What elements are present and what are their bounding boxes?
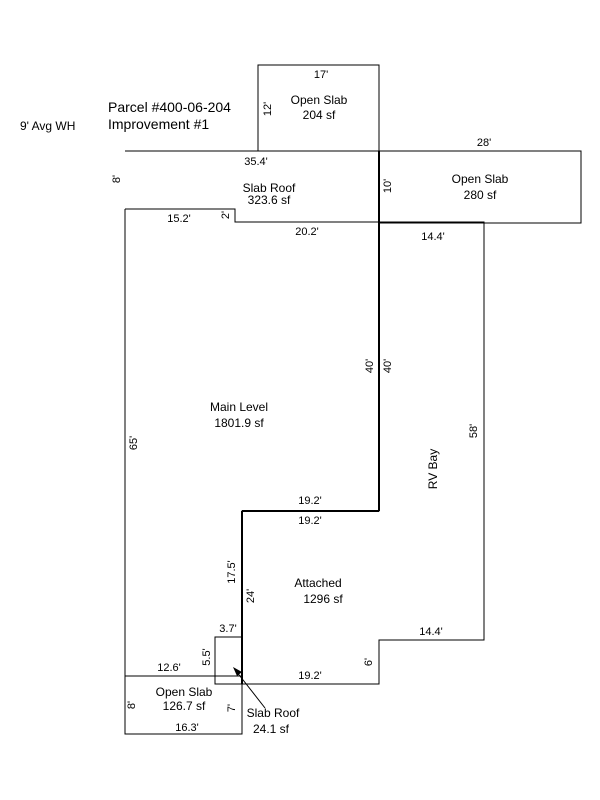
open-slab-right-outline [378, 150, 582, 224]
dim-14-4-top: 14.4' [421, 231, 445, 243]
attached-rv-outline [242, 221, 485, 685]
dim-17-5: 17.5' [226, 560, 238, 584]
dim-8-top: 8' [111, 175, 123, 183]
rv-bay-name: RV Bay [426, 449, 440, 489]
dim-16-3: 16.3' [175, 722, 199, 734]
main-level-name: Main Level [210, 400, 268, 414]
open-slab-bottom-outline [124, 675, 243, 735]
dim-5-5: 5.5' [201, 648, 213, 665]
dim-12-6: 12.6' [157, 662, 181, 674]
dim-19-2-c: 19.2' [298, 670, 322, 682]
improvement-label: Improvement #1 [108, 116, 209, 132]
dim-17: 17' [314, 69, 328, 81]
dim-35-4: 35.4' [244, 156, 268, 168]
attached-name: Attached [294, 576, 341, 590]
open-slab-right-name: Open Slab [452, 172, 509, 186]
dim-24: 24' [245, 589, 257, 603]
dim-19-2-b: 19.2' [298, 515, 322, 527]
open-slab-right-size: 280 sf [464, 188, 497, 202]
slab-roof-top-size: 323.6 sf [248, 193, 291, 207]
dim-58: 58' [468, 424, 480, 438]
slab-roof-bottom-name: Slab Roof [247, 706, 300, 720]
dim-40-left: 40' [364, 359, 376, 373]
dim-8-bottom: 8' [126, 701, 138, 709]
dim-10: 10' [382, 179, 394, 193]
dim-7: 7' [226, 704, 238, 712]
leader-arrowhead [233, 667, 242, 676]
dim-28: 28' [477, 137, 491, 149]
dim-14-4-bottom: 14.4' [419, 626, 443, 638]
slab-roof-bottom-size: 24.1 sf [253, 722, 290, 736]
open-slab-top-size: 204 sf [303, 108, 336, 122]
open-slab-bottom-size: 126.7 sf [163, 699, 206, 713]
attached-size: 1296 sf [303, 592, 343, 606]
dim-20-2: 20.2' [295, 226, 319, 238]
dim-12: 12' [262, 102, 274, 116]
wall-height-label: 9' Avg WH [20, 119, 75, 133]
dim-2: 2' [220, 211, 232, 219]
dim-65: 65' [128, 436, 140, 450]
dim-19-2-a: 19.2' [298, 495, 322, 507]
open-slab-bottom-name: Open Slab [156, 685, 213, 699]
main-level-size: 1801.9 sf [214, 416, 264, 430]
dim-6: 6' [363, 658, 375, 666]
open-slab-top-name: Open Slab [291, 93, 348, 107]
slab-roof-bottom-outline [214, 636, 243, 685]
leader-arrow-line [235, 670, 266, 709]
dim-3-7: 3.7' [219, 623, 236, 635]
slab-roof-top-outline [125, 150, 380, 223]
parcel-number: Parcel #400-06-204 [108, 99, 231, 115]
dim-40-right: 40' [382, 359, 394, 373]
slab-roof-top-name: Slab Roof [243, 181, 296, 195]
dim-15-2: 15.2' [167, 213, 191, 225]
